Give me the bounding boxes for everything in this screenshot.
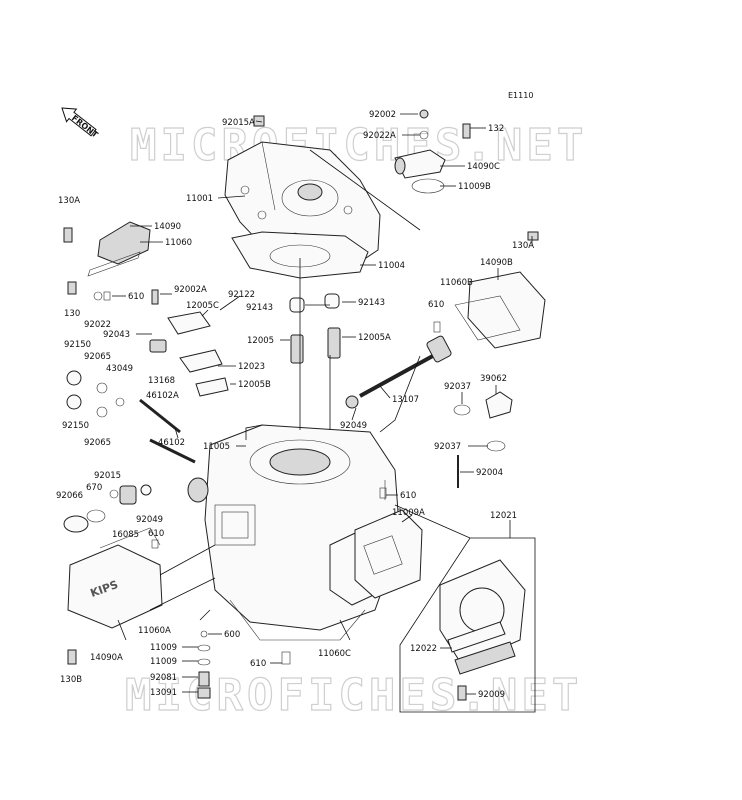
label-11005: 11005 [203,442,230,452]
label-92049-b: 92049 [136,515,163,525]
watermark-top: MICROFICHES.NET [130,120,587,171]
exhaust-valves [289,293,341,364]
label-92143-right: 92143 [358,298,385,308]
label-11060C: 11060C [318,649,351,659]
reed-block-assembly [399,537,536,713]
label-43049: 43049 [106,364,133,374]
label-600: 600 [224,630,240,640]
label-92049-a: 92049 [340,421,367,431]
label-13107: 13107 [392,395,419,405]
front-arrow-icon: FRONT [61,107,100,140]
label-92022: 92022 [84,320,111,330]
label-11060B: 11060B [440,278,473,288]
valve-cover-14090B [454,231,546,349]
label-132: 132 [488,124,504,134]
label-92043: 92043 [103,330,130,340]
label-11009A: 11009A [392,508,425,518]
label-92022A: 92022A [363,131,396,141]
label-13091: 13091 [150,688,177,698]
reference-code: E1110 [508,91,533,100]
label-11060: 11060 [165,238,192,248]
label-11060A: 11060A [138,626,171,636]
label-12005: 12005 [247,336,274,346]
kips-cover: KIPS [67,527,163,665]
label-610-e: 610 [250,659,266,669]
label-92002A: 92002A [174,285,207,295]
label-14090: 14090 [154,222,181,232]
label-12005A: 12005A [358,333,391,343]
label-39062: 39062 [480,374,507,384]
label-92015: 92015 [94,471,121,481]
label-92009: 92009 [478,690,505,700]
label-610-c: 610 [148,529,164,539]
label-12021: 12021 [490,511,517,521]
label-670: 670 [86,483,102,493]
label-11001: 11001 [186,194,213,204]
label-130A-left: 130A [58,196,80,206]
label-610-b: 610 [128,292,144,302]
label-92150-b: 92150 [62,421,89,431]
label-130B: 130B [60,675,82,685]
front-label: FRONT [70,113,100,139]
label-92122: 92122 [228,290,255,300]
label-92143-left: 92143 [246,303,273,313]
head-gasket [231,231,369,279]
watermark-bottom: MICROFICHES.NET [125,670,582,721]
label-11009-b: 11009 [150,657,177,667]
label-46102A: 46102A [146,391,179,401]
side-cover-14090 [63,221,151,277]
label-12022: 12022 [410,644,437,654]
label-130A-right: 130A [512,241,534,251]
linkage-parts [66,281,229,464]
label-12005C: 12005C [186,301,219,311]
intake-reed-gaskets [329,509,423,606]
label-11009-a: 11009 [150,643,177,653]
leader-lines [112,113,533,695]
plug-gear-group [63,484,159,549]
label-12023: 12023 [238,362,265,372]
label-92065-a: 92065 [84,352,111,362]
label-92081: 92081 [150,673,177,683]
bottom-small-parts [197,321,441,699]
label-610-a: 610 [428,300,444,310]
part-labels: 92015A 11001 92002 92022A 132 14090C 110… [56,110,534,700]
label-14090A: 14090A [90,653,123,663]
label-92066: 92066 [56,491,83,501]
label-14090B: 14090B [480,258,513,268]
label-130: 130 [64,309,80,319]
label-92002: 92002 [369,110,396,120]
label-16085: 16085 [112,530,139,540]
label-11004: 11004 [378,261,405,271]
label-14090C: 14090C [467,162,500,172]
label-11009B: 11009B [458,182,491,192]
label-92015A: 92015A [222,118,255,128]
label-12005B: 12005B [238,380,271,390]
label-92004: 92004 [476,468,503,478]
label-46102: 46102 [158,438,185,448]
label-92150-a: 92150 [64,340,91,350]
governor-shaft [345,335,452,409]
label-13168: 13168 [148,376,175,386]
label-92037-b: 92037 [434,442,461,452]
label-92065-b: 92065 [84,438,111,448]
label-610-d: 610 [400,491,416,501]
label-92037-a: 92037 [444,382,471,392]
